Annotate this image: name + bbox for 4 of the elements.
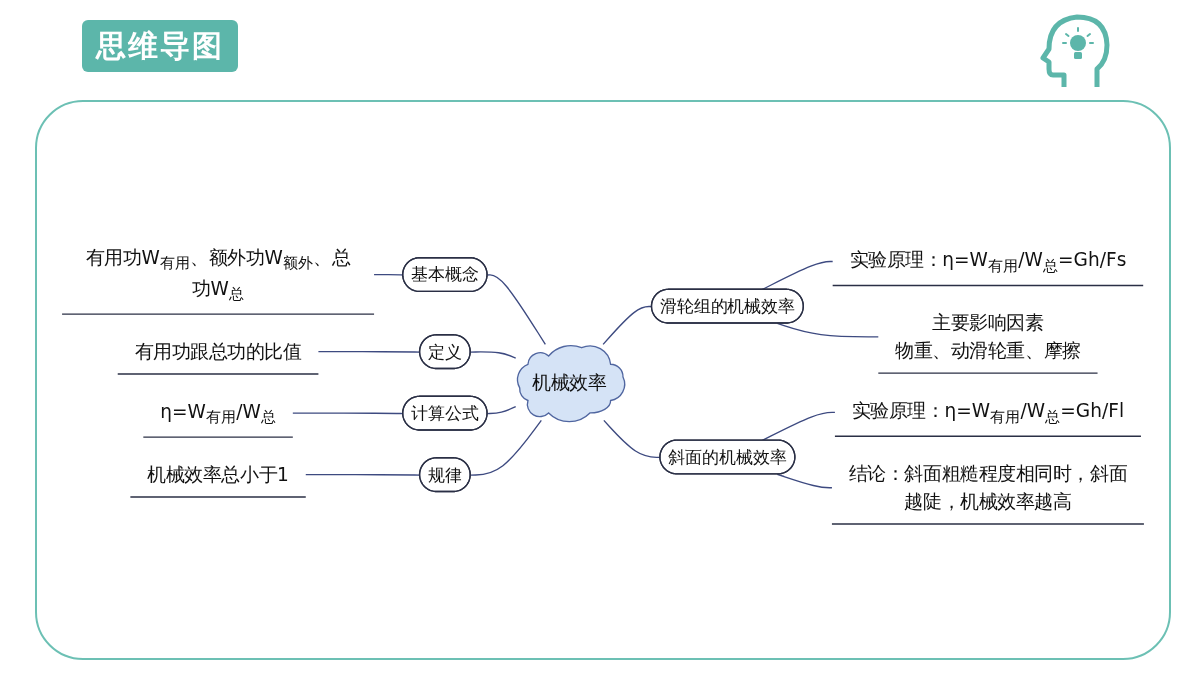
map-panel: 有用功W$_{有用}$、额外功W$_{额外}$、总功W$_{总}$ 基本概念 有用功跟总功的比值 定义 η=W$_{有用}$/W$_{总}$ 计算公式 机械效率总小于1 规律 机械效率 滑轮组的机械效率 实验原理：η=W$_{有用}$/W$_{总}$=Gh/Fs 主要影响因素 物重、动滑轮重、摩擦 斜面的机械效率 实验原理：η=W$_{有用}$/W$_{总}$=Gh/Fl 结论：斜面粗糙程度相同时，斜面越陡，机械效率越高 — [35, 100, 1171, 660]
title: 思维导图 — [82, 20, 238, 72]
connector — [761, 412, 836, 442]
connector — [761, 261, 834, 291]
